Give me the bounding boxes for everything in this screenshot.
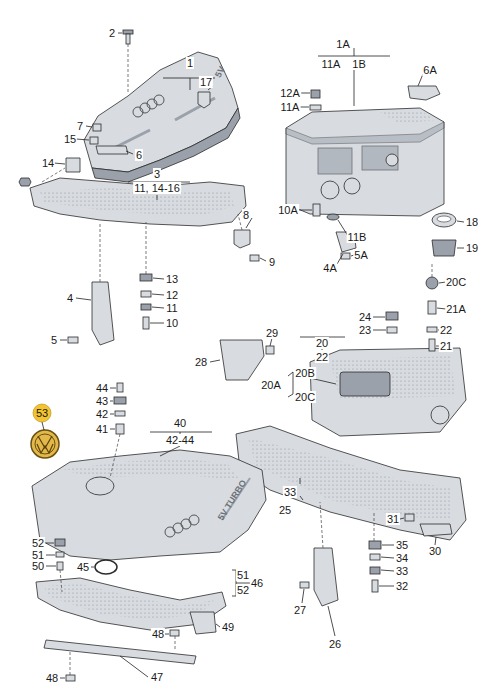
callout-number: 31	[386, 513, 400, 525]
callout-number: 2	[108, 27, 116, 39]
callout-number: 18	[465, 216, 479, 228]
callout-number: 33	[283, 486, 297, 498]
callout-number: 1B	[351, 58, 366, 70]
callout-number: 27	[293, 604, 307, 616]
callout-number: 21	[439, 340, 453, 352]
callout-number: 11, 14-16	[133, 182, 181, 194]
callout-number: 24	[358, 311, 372, 323]
callout-number: 40	[173, 417, 187, 429]
callout-number: 1	[186, 57, 194, 69]
callout-number: 19	[465, 242, 479, 254]
callout-number: 29	[265, 327, 279, 339]
callout-number: 7	[76, 120, 84, 132]
callout-number: 10	[165, 317, 179, 329]
callout-number: 3	[153, 168, 161, 180]
callout-number: 48	[151, 628, 165, 640]
callout-number: 46	[250, 577, 264, 589]
callout-number: 5	[50, 334, 58, 346]
callout-number: 4	[66, 292, 74, 304]
callout-number: 11B	[347, 231, 368, 243]
callout-number: 20C	[294, 391, 316, 403]
callout-number: 47	[150, 671, 164, 683]
callout-number: 6	[135, 149, 143, 161]
callout-number: 22	[315, 351, 329, 363]
callout-number: 23	[358, 324, 372, 336]
engine-cover	[286, 108, 444, 216]
callout-number: 52	[236, 584, 250, 596]
callout-number: 26	[328, 638, 342, 650]
callout-number: 21A	[445, 303, 467, 315]
callout-number: 11	[165, 302, 178, 314]
callout-number: 41	[95, 423, 109, 435]
callout-number: 14	[41, 157, 55, 169]
vw-badge	[31, 430, 59, 458]
callout-number: 11A	[280, 101, 301, 113]
callout-number: 12	[165, 289, 179, 301]
engine-cover	[32, 450, 266, 560]
callout-number: 15	[63, 133, 77, 145]
callout-number: 1A	[335, 38, 350, 50]
callout-number: 9	[268, 256, 276, 268]
callout-number: 11A	[321, 58, 342, 70]
callout-number: 6A	[422, 64, 437, 76]
callout-number: 4A	[322, 262, 337, 274]
callout-number: 20C	[445, 276, 467, 288]
callout-number: 32	[395, 580, 409, 592]
heat-shield	[30, 178, 246, 226]
callout-number: 35	[395, 539, 409, 551]
callout-number: 44	[95, 382, 109, 394]
callout-number: 45	[76, 561, 90, 573]
callout-number: 43	[95, 395, 109, 407]
callout-number: 48	[45, 672, 59, 684]
callout-number: 42	[95, 408, 109, 420]
embossed-text: 5V TURBO	[214, 477, 249, 524]
embossed-text: 5V	[212, 63, 229, 80]
callout-number: 49	[221, 621, 235, 633]
callout-number: 42-44	[165, 434, 195, 446]
callout-number: 20A	[260, 379, 282, 391]
callout-number: 22	[439, 324, 453, 336]
callout-number: 34	[395, 552, 409, 564]
callout-number: 52	[31, 537, 45, 549]
callout-number: 25	[278, 504, 292, 516]
callout-number: 30	[428, 545, 442, 557]
heat-shield	[236, 426, 466, 540]
heat-shield	[36, 578, 226, 664]
callout-number: 51	[236, 569, 250, 581]
callout-number: 28	[194, 356, 208, 368]
callout-number: 17	[199, 76, 213, 88]
callout-number: 12A	[279, 87, 301, 99]
engine-cover	[310, 348, 466, 436]
callout-number: 20B	[294, 367, 316, 379]
callout-number: 8	[242, 209, 250, 221]
callout-number: 33	[395, 565, 409, 577]
callout-number: 20	[315, 337, 329, 349]
callout-number: 13	[165, 273, 179, 285]
callout-number: 50	[31, 560, 45, 572]
callout-number: 5A	[353, 249, 368, 261]
intake-cover	[84, 52, 240, 182]
callout-number: 53	[35, 407, 49, 419]
callout-number: 10A	[277, 204, 299, 216]
